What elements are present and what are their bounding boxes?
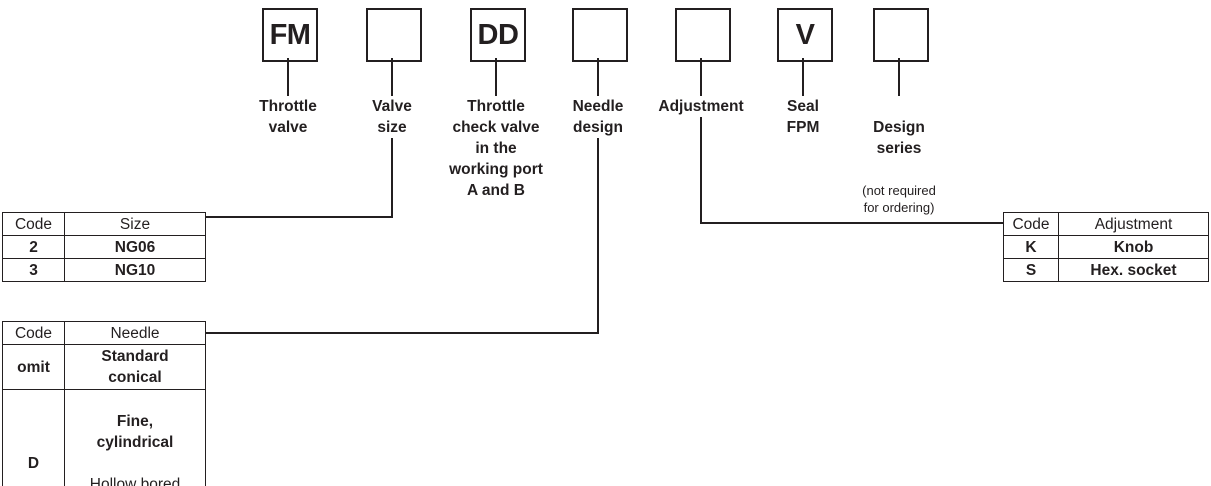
connector-valve-size-horizontal [205,216,393,218]
table-row: 2 NG06 [2,235,206,259]
needle-value-cell: Standard conical [64,344,206,390]
code-box-adjustment [675,8,731,62]
connector-needle-drop [597,138,599,334]
size-value-cell: NG06 [64,235,206,259]
code-box-design-series [873,8,929,62]
adjustment-value-cell: Hex. socket [1058,258,1209,282]
size-table-header-size: Size [64,212,206,236]
size-table-header-code: Code [2,212,65,236]
adjustment-table: Code Adjustment K Knob S Hex. socket [1003,212,1209,282]
label-design-series-note: (not required for ordering) [862,183,936,215]
code-box-valve-size [366,8,422,62]
code-text-throttle-valve: FM [269,18,311,51]
code-text-seal: V [795,18,815,51]
adjustment-table-header-adjustment: Adjustment [1058,212,1209,236]
adjustment-value-cell: Knob [1058,235,1209,259]
needle-code-cell: omit [2,344,65,390]
connector-line-design-series [898,58,900,96]
adjustment-code-cell: S [1003,258,1059,282]
label-design-series: Design series (not required for ordering… [824,96,974,237]
connector-needle-horizontal [205,332,599,334]
needle-table-header-code: Code [2,321,65,345]
size-code-cell: 2 [2,235,65,259]
table-row: K Knob [1003,235,1209,259]
adjustment-table-header-code: Code [1003,212,1059,236]
connector-line-seal [802,58,804,96]
code-box-seal: V [777,8,833,62]
connector-adjustment-drop [700,117,702,224]
needle-value-bold: Fine, cylindrical [96,413,174,451]
connector-valve-size-drop [391,138,393,218]
adjustment-table-header-row: Code Adjustment [1003,212,1209,236]
size-code-cell: 3 [2,258,65,282]
code-box-throttle-check-valve: DD [470,8,526,62]
code-box-throttle-valve: FM [262,8,318,62]
size-table: Code Size 2 NG06 3 NG10 [2,212,206,282]
code-text-throttle-check-valve: DD [477,18,519,51]
needle-code-cell: D [2,389,65,486]
connector-line-throttle-valve [287,58,289,96]
label-needle-design: Needle design [572,98,624,136]
connector-line-throttle-check-valve [495,58,497,96]
label-throttle-valve: Throttle valve [259,98,317,136]
label-valve-size: Valve size [372,98,412,136]
table-row: omit Standard conical [2,344,206,390]
needle-table-header-needle: Needle [64,321,206,345]
size-value-cell: NG10 [64,258,206,282]
code-box-needle-design [572,8,628,62]
connector-adjustment-horizontal [700,222,1003,224]
table-row: S Hex. socket [1003,258,1209,282]
label-adjustment: Adjustment [658,98,744,115]
adjustment-code-cell: K [1003,235,1059,259]
table-row: 3 NG10 [2,258,206,282]
connector-line-valve-size [391,58,393,96]
connector-line-needle-design [597,58,599,96]
label-design-series-text: Design series [873,119,925,157]
table-row: D Fine, cylindrical Hollow bored with V … [2,389,206,486]
needle-table: Code Needle omit Standard conical D Fine… [2,321,206,486]
needle-table-header-row: Code Needle [2,321,206,345]
label-throttle-check-valve: Throttle check valve in the working port… [449,98,543,199]
needle-value-cell: Fine, cylindrical Hollow bored with V no… [64,389,206,486]
needle-value-detail: Hollow bored with V notch [89,476,181,486]
label-seal-fpm: Seal FPM [786,98,820,136]
connector-line-adjustment [700,58,702,96]
size-table-header-row: Code Size [2,212,206,236]
